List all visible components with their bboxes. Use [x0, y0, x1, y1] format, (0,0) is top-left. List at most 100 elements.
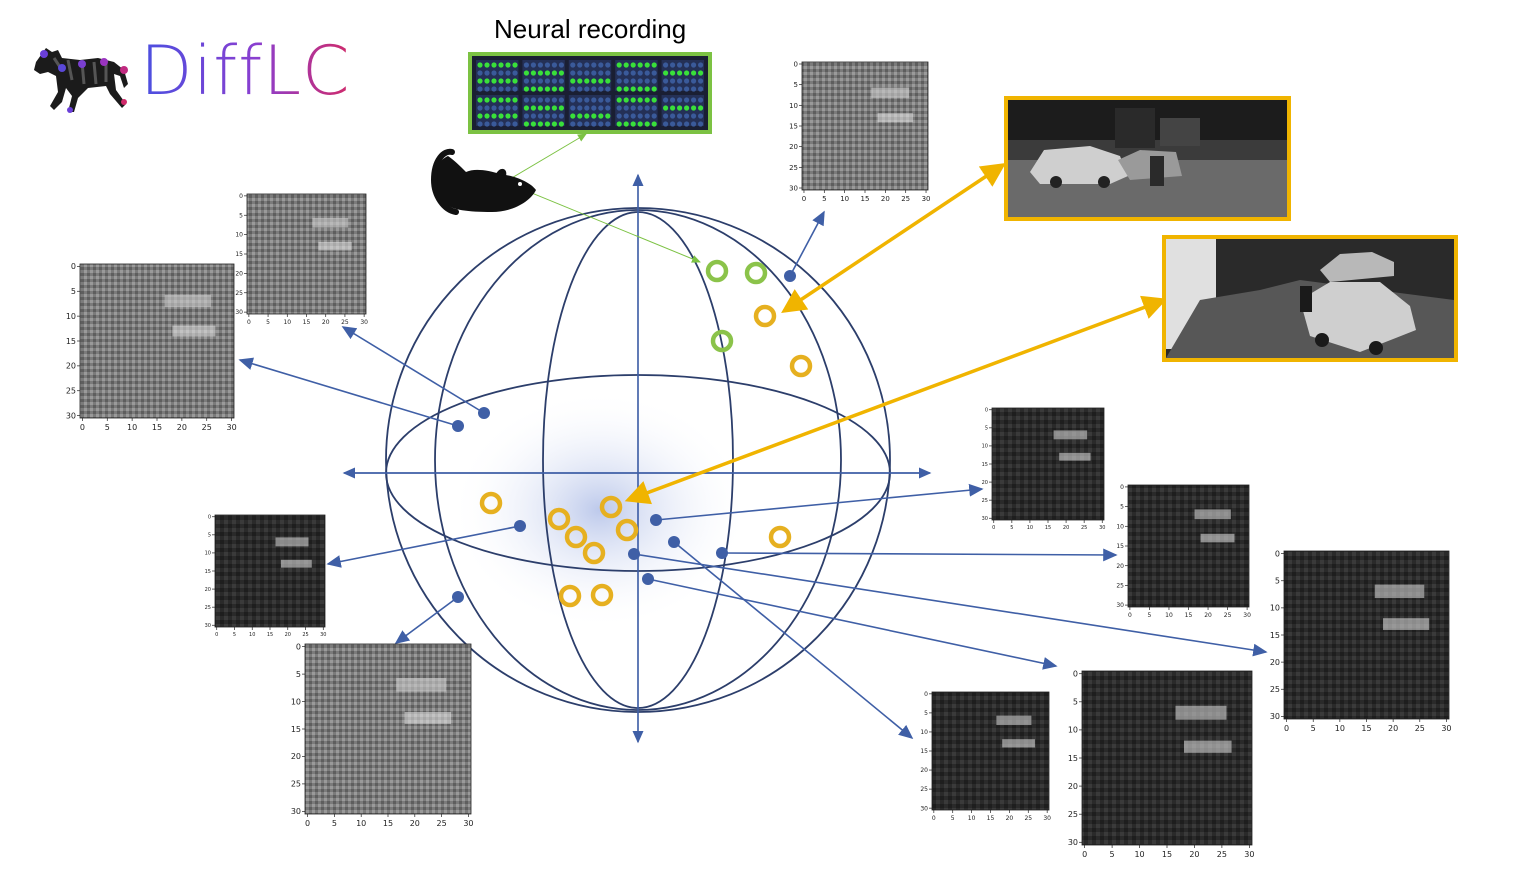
latent-point — [650, 514, 662, 526]
x-tick-label: 0 — [1128, 612, 1132, 619]
electrode — [651, 113, 657, 119]
electrode — [498, 97, 504, 103]
electrode — [637, 121, 643, 127]
y-tick-label: 15 — [789, 122, 798, 130]
x-tick-label: 0 — [247, 319, 251, 326]
x-tick-label: 0 — [802, 195, 806, 203]
electrode — [584, 105, 590, 111]
electrode — [644, 105, 650, 111]
electrode — [498, 70, 504, 76]
x-tick-label: 10 — [840, 195, 849, 203]
video-ring — [789, 354, 813, 378]
electrode — [605, 62, 611, 68]
electrode — [670, 105, 676, 111]
x-tick-label: 0 — [305, 819, 310, 828]
electrode — [505, 105, 511, 111]
electrode — [670, 121, 676, 127]
y-tick-label: 30 — [291, 807, 301, 816]
electrode — [684, 121, 690, 127]
electrode — [530, 86, 537, 92]
electrode — [630, 97, 636, 103]
x-tick-label: 20 — [410, 819, 420, 828]
electrode — [623, 86, 629, 92]
x-tick-label: 0 — [932, 815, 936, 822]
y-tick-label: 20 — [235, 270, 243, 277]
electrode — [598, 97, 604, 103]
electrode — [577, 113, 583, 119]
electrode — [605, 97, 611, 103]
x-tick-label: 5 — [332, 819, 337, 828]
y-tick-label: 5 — [924, 710, 928, 717]
x-tick-label: 20 — [1204, 612, 1212, 619]
electrode — [577, 97, 583, 103]
electrode — [623, 121, 629, 127]
y-tick-label: 0 — [71, 262, 76, 271]
electrode — [637, 62, 643, 68]
x-tick-label: 30 — [1043, 815, 1051, 822]
x-tick-label: 10 — [968, 815, 976, 822]
electrode — [530, 70, 537, 76]
electrode — [605, 86, 611, 92]
electrode — [651, 97, 657, 103]
electrode — [577, 78, 583, 84]
y-tick-label: 20 — [920, 767, 928, 774]
latent-point — [478, 407, 490, 419]
electrode — [551, 78, 558, 84]
electrode — [498, 113, 504, 119]
electrode — [605, 78, 611, 84]
x-tick-label: 20 — [285, 632, 291, 638]
electrode — [598, 113, 604, 119]
electrode — [537, 62, 544, 68]
electrode — [530, 121, 537, 127]
video-ring — [582, 541, 606, 565]
y-tick-label: 25 — [1068, 810, 1078, 819]
electrode — [698, 70, 704, 76]
x-tick-label: 25 — [1024, 815, 1032, 822]
video-ring — [590, 583, 614, 607]
x-tick-label: 15 — [303, 319, 311, 326]
electrode — [623, 62, 629, 68]
x-tick-label: 30 — [1243, 612, 1251, 619]
y-tick-label: 20 — [1068, 782, 1078, 791]
zebra-logo-icon — [34, 48, 128, 113]
x-tick-label: 30 — [227, 423, 237, 432]
x-tick-label: 0 — [215, 632, 218, 638]
electrode — [544, 121, 551, 127]
electrode — [637, 97, 643, 103]
recorded-ring — [710, 329, 734, 353]
video-ring — [558, 584, 582, 608]
electrode — [616, 62, 622, 68]
neural-recording-panel — [468, 52, 712, 134]
electrode — [623, 97, 629, 103]
electrode — [544, 97, 551, 103]
x-tick-label: 10 — [356, 819, 366, 828]
electrode — [498, 78, 504, 84]
electrode — [491, 62, 497, 68]
electrode — [577, 62, 583, 68]
electrode — [677, 121, 683, 127]
electrode — [544, 62, 551, 68]
electrode — [505, 97, 511, 103]
electrode — [491, 97, 497, 103]
electrode — [484, 113, 490, 119]
electrode — [637, 105, 643, 111]
x-tick-label: 15 — [861, 195, 870, 203]
electrode-block — [522, 95, 565, 126]
latent-point — [668, 536, 680, 548]
x-tick-label: 20 — [881, 195, 890, 203]
y-tick-label: 5 — [1073, 698, 1078, 707]
x-tick-label: 30 — [1099, 525, 1105, 531]
x-tick-label: 15 — [1162, 850, 1172, 859]
x-tick-label: 10 — [1027, 525, 1033, 531]
electrode — [684, 62, 690, 68]
electrode — [616, 86, 622, 92]
electrode — [598, 86, 604, 92]
electrode — [663, 105, 669, 111]
y-tick-label: 5 — [1275, 577, 1280, 586]
y-tick-label: 15 — [235, 251, 243, 258]
